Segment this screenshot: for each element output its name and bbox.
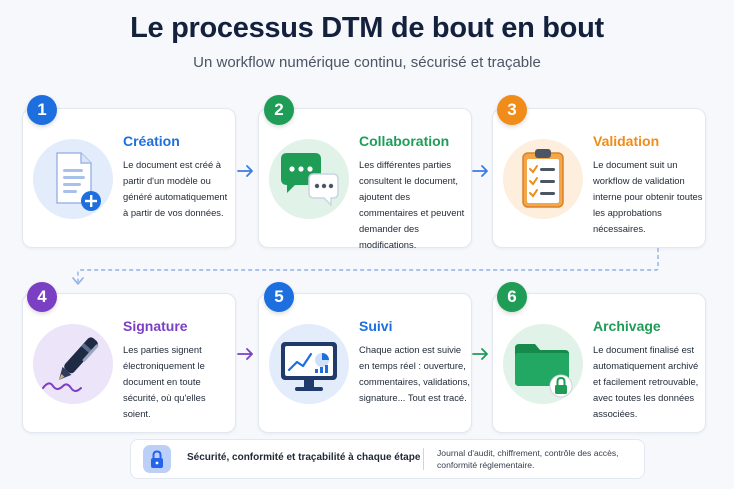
step-2-title: Collaboration	[359, 133, 450, 149]
arrow-right-icon	[472, 348, 488, 360]
step-3-description: Le document suit un workflow de validati…	[593, 159, 703, 234]
step-4-description: Les parties signent électroniquement le …	[123, 344, 206, 419]
step-6-number-badge: 6	[497, 282, 527, 312]
arrow-right-icon	[237, 165, 253, 177]
step-2-card: Collaboration Les différentes parties co…	[258, 108, 472, 250]
step-2-number-badge: 2	[264, 95, 294, 125]
arrow-right-icon	[237, 348, 253, 360]
step-5-description: Chaque action est suivie en temps réel :…	[359, 344, 470, 403]
dashed-connector-arrow	[72, 248, 659, 285]
step-5-card: Suivi Chaque action est suivie en temps …	[258, 293, 472, 433]
footer-detail-text: Journal d'audit, chiffrement, contrôle d…	[437, 448, 619, 470]
step-4-card: Signature Les parties signent électroniq…	[22, 293, 236, 433]
clipboard-checklist-icon	[503, 139, 583, 219]
step-3-title: Validation	[593, 133, 660, 149]
monitor-chart-icon	[269, 324, 349, 404]
step-5-number-badge: 5	[264, 282, 294, 312]
step-6-card: Archivage Le document finalisé est autom…	[492, 293, 706, 433]
step-3-card: Validation Le document suit un workflow …	[492, 108, 706, 248]
page-subtitle: Un workflow numérique continu, sécurisé …	[193, 54, 541, 71]
security-footer-banner: Sécurité, conformité et traçabilité à ch…	[130, 439, 645, 479]
chat-bubbles-icon	[269, 139, 349, 219]
step-5-title: Suivi	[359, 318, 393, 334]
footer-main-text: Sécurité, conformité et traçabilité à ch…	[187, 452, 421, 463]
step-4-number-badge: 4	[27, 282, 57, 312]
step-6-title: Archivage	[593, 318, 661, 334]
step-6-description: Le document finalisé est automatiquement…	[593, 344, 699, 419]
arrow-right-icon	[472, 165, 488, 177]
footer-divider	[423, 448, 424, 470]
step-1-description: Le document est créé à partir d'un modèl…	[123, 159, 228, 218]
page-title: Le processus DTM de bout en bout	[130, 12, 604, 44]
step-2-description: Les différentes parties consultent le do…	[359, 159, 465, 250]
lock-icon	[143, 445, 171, 473]
pen-signature-icon	[33, 324, 113, 404]
step-1-number-badge: 1	[27, 95, 57, 125]
document-plus-icon	[33, 139, 113, 219]
step-1-title: Création	[123, 133, 180, 149]
step-4-title: Signature	[123, 318, 188, 334]
step-1-card: Création Le document est créé à partir d…	[22, 108, 236, 248]
folder-lock-icon	[503, 324, 583, 404]
step-3-number-badge: 3	[497, 95, 527, 125]
